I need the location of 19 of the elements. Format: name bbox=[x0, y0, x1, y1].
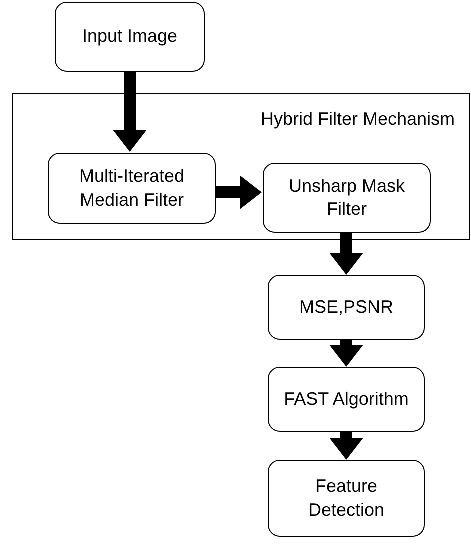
process-box bbox=[268, 367, 425, 432]
box-label: Unsharp Mask Filter bbox=[288, 174, 406, 221]
box-label: FAST Algorithm bbox=[284, 388, 409, 411]
process-box bbox=[48, 153, 216, 224]
block-arrow bbox=[113, 72, 147, 152]
process-box bbox=[268, 275, 425, 340]
box-label: Multi-Iterated Median Filter bbox=[78, 165, 186, 212]
block-arrow bbox=[330, 232, 364, 275]
block-arrow bbox=[215, 176, 262, 210]
block-arrow bbox=[330, 432, 364, 460]
group-title: Hybrid Filter Mechanism bbox=[260, 108, 455, 130]
box-label: Feature Detection bbox=[307, 475, 386, 522]
process-box bbox=[55, 2, 205, 72]
block-arrow bbox=[330, 340, 364, 367]
process-box bbox=[263, 163, 431, 233]
box-label: MSE,PSNR bbox=[299, 296, 394, 319]
box-label: Input Image bbox=[82, 25, 178, 48]
group-container bbox=[12, 93, 470, 240]
process-box bbox=[268, 460, 425, 537]
